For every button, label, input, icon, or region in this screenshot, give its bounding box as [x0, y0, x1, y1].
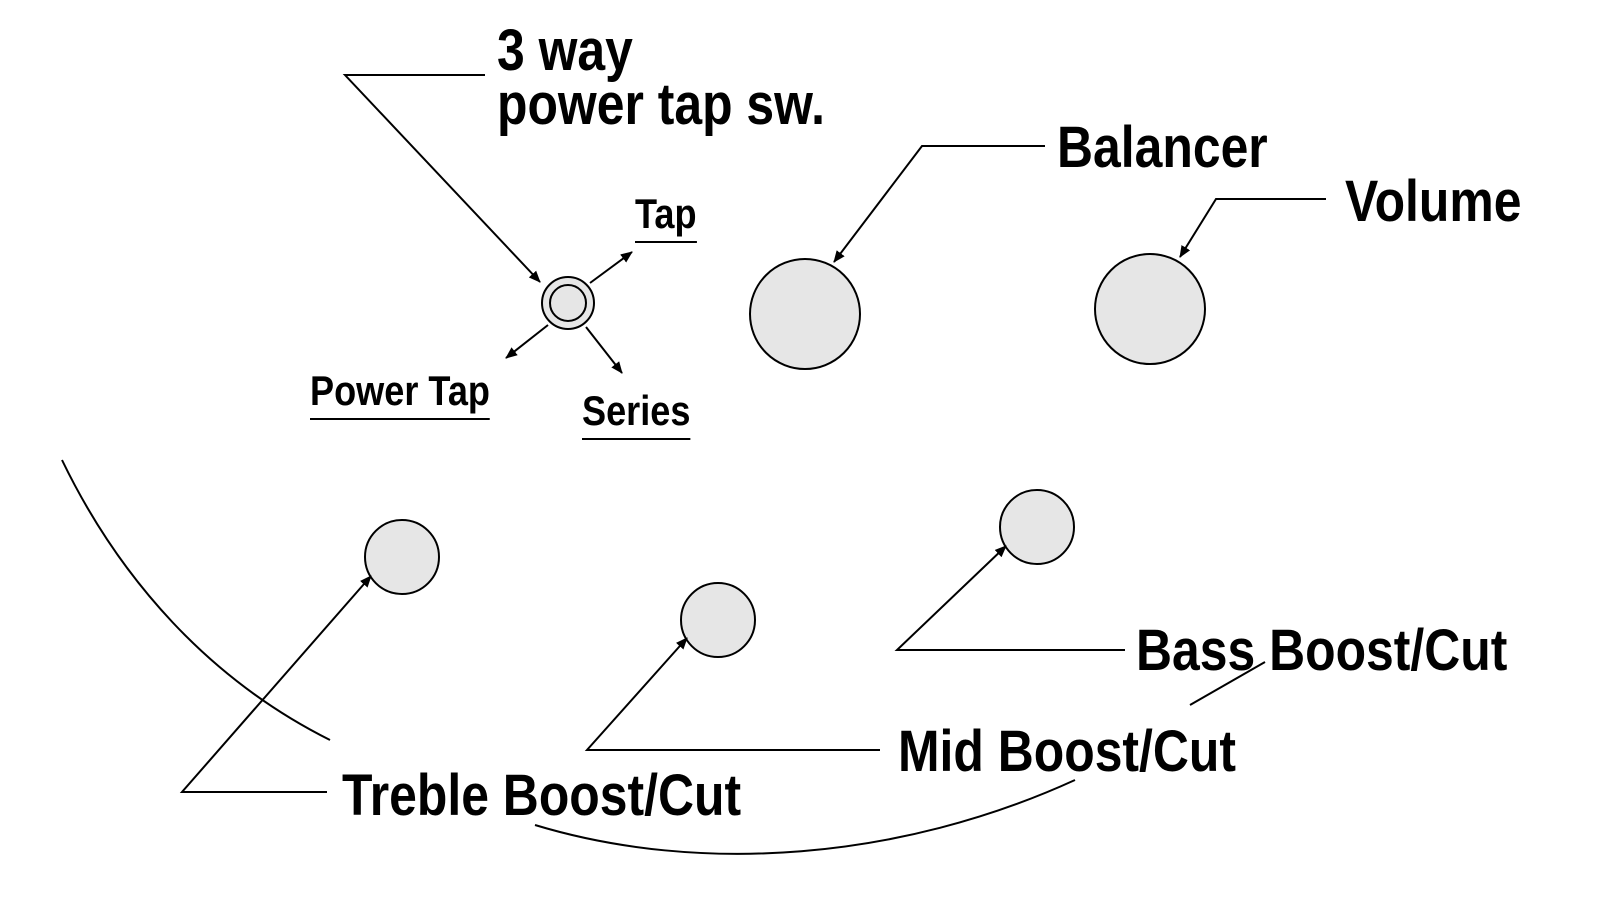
treble-label: Treble Boost/Cut	[342, 763, 742, 828]
mid-leader-line	[584, 637, 880, 751]
switch-leader-line	[342, 74, 541, 283]
balancer-label: Balancer	[1057, 115, 1268, 180]
series-label: Series	[582, 390, 691, 440]
bass-knob	[999, 489, 1075, 565]
bass-leader-line	[894, 545, 1125, 651]
treble-knob	[364, 519, 440, 595]
mid-knob	[680, 582, 756, 658]
power-tap-arrow	[505, 324, 549, 359]
balancer-knob	[749, 258, 861, 370]
power-tap-label: Power Tap	[310, 370, 490, 420]
tap-label: Tap	[635, 193, 697, 243]
body-outline-bottom	[534, 779, 1076, 855]
switch-label-line1: 3 way	[497, 18, 633, 83]
bass-label: Bass Boost/Cut	[1136, 618, 1508, 683]
volume-leader-line	[1179, 198, 1326, 258]
volume-knob	[1094, 253, 1206, 365]
treble-leader-line	[179, 575, 372, 793]
mid-label: Mid Boost/Cut	[898, 719, 1237, 784]
body-outline-right	[1189, 661, 1266, 706]
series-arrow	[585, 326, 623, 374]
body-outline-left	[61, 459, 331, 741]
tap-arrow	[589, 251, 633, 284]
switch-label-line2: power tap sw.	[497, 72, 825, 137]
balancer-leader-line	[833, 145, 1045, 263]
volume-label: Volume	[1345, 169, 1522, 234]
power-tap-switch-icon	[541, 276, 595, 330]
